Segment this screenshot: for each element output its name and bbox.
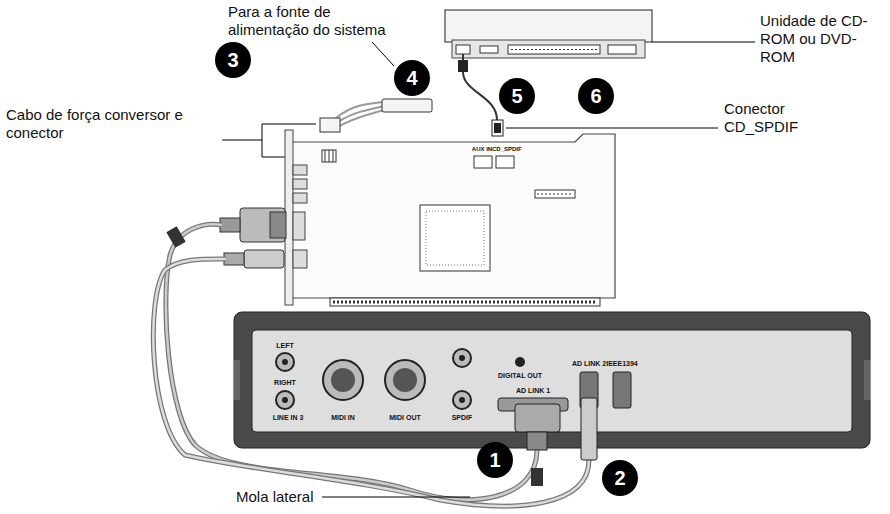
device-plugs [515,398,597,460]
callout-number: 4 [394,60,430,96]
note-label: Para a fonte de alimentação do sistema [228,3,398,39]
port-label: LEFT [265,342,305,350]
callout-number: 3 [215,42,251,78]
breakout-box [234,312,870,448]
part-label: Unidade de CD-ROM ou DVD-ROM [760,12,878,66]
callout-text: 5 [511,86,522,106]
power-cable [320,99,432,132]
sound-card [285,120,615,306]
callout-number: 1 [477,442,513,478]
port-label: RIGHT [265,379,305,387]
part-label: Mola lateral [236,488,320,506]
callout-text: 3 [227,50,238,70]
port-label: IEEE1394 [604,360,640,368]
cables [153,224,589,506]
part-label: Cabo de força conversor e conector [6,106,206,142]
callout-text: 4 [406,68,417,88]
callout-number: 5 [499,78,535,114]
port-label: DIGITAL OUT [490,372,550,380]
callout-number: 6 [578,78,614,114]
pin-label: AUX IN [470,146,494,153]
part-label: Conector CD_SPDIF [724,100,816,136]
port-label: SPDIF [437,414,487,422]
port-label: MIDI OUT [375,414,435,422]
optical-drive [445,10,652,58]
port-label: LINE IN 3 [263,414,313,422]
card-plugs [220,208,286,268]
callout-number: 2 [602,460,638,496]
pin-label: CD_SPDIF [492,146,518,153]
callout-text: 2 [614,468,625,488]
callout-text: 1 [489,450,500,470]
callout-text: 6 [590,86,601,106]
port-label: MIDI IN [318,414,368,422]
port-label: AD LINK 1 [500,387,566,395]
